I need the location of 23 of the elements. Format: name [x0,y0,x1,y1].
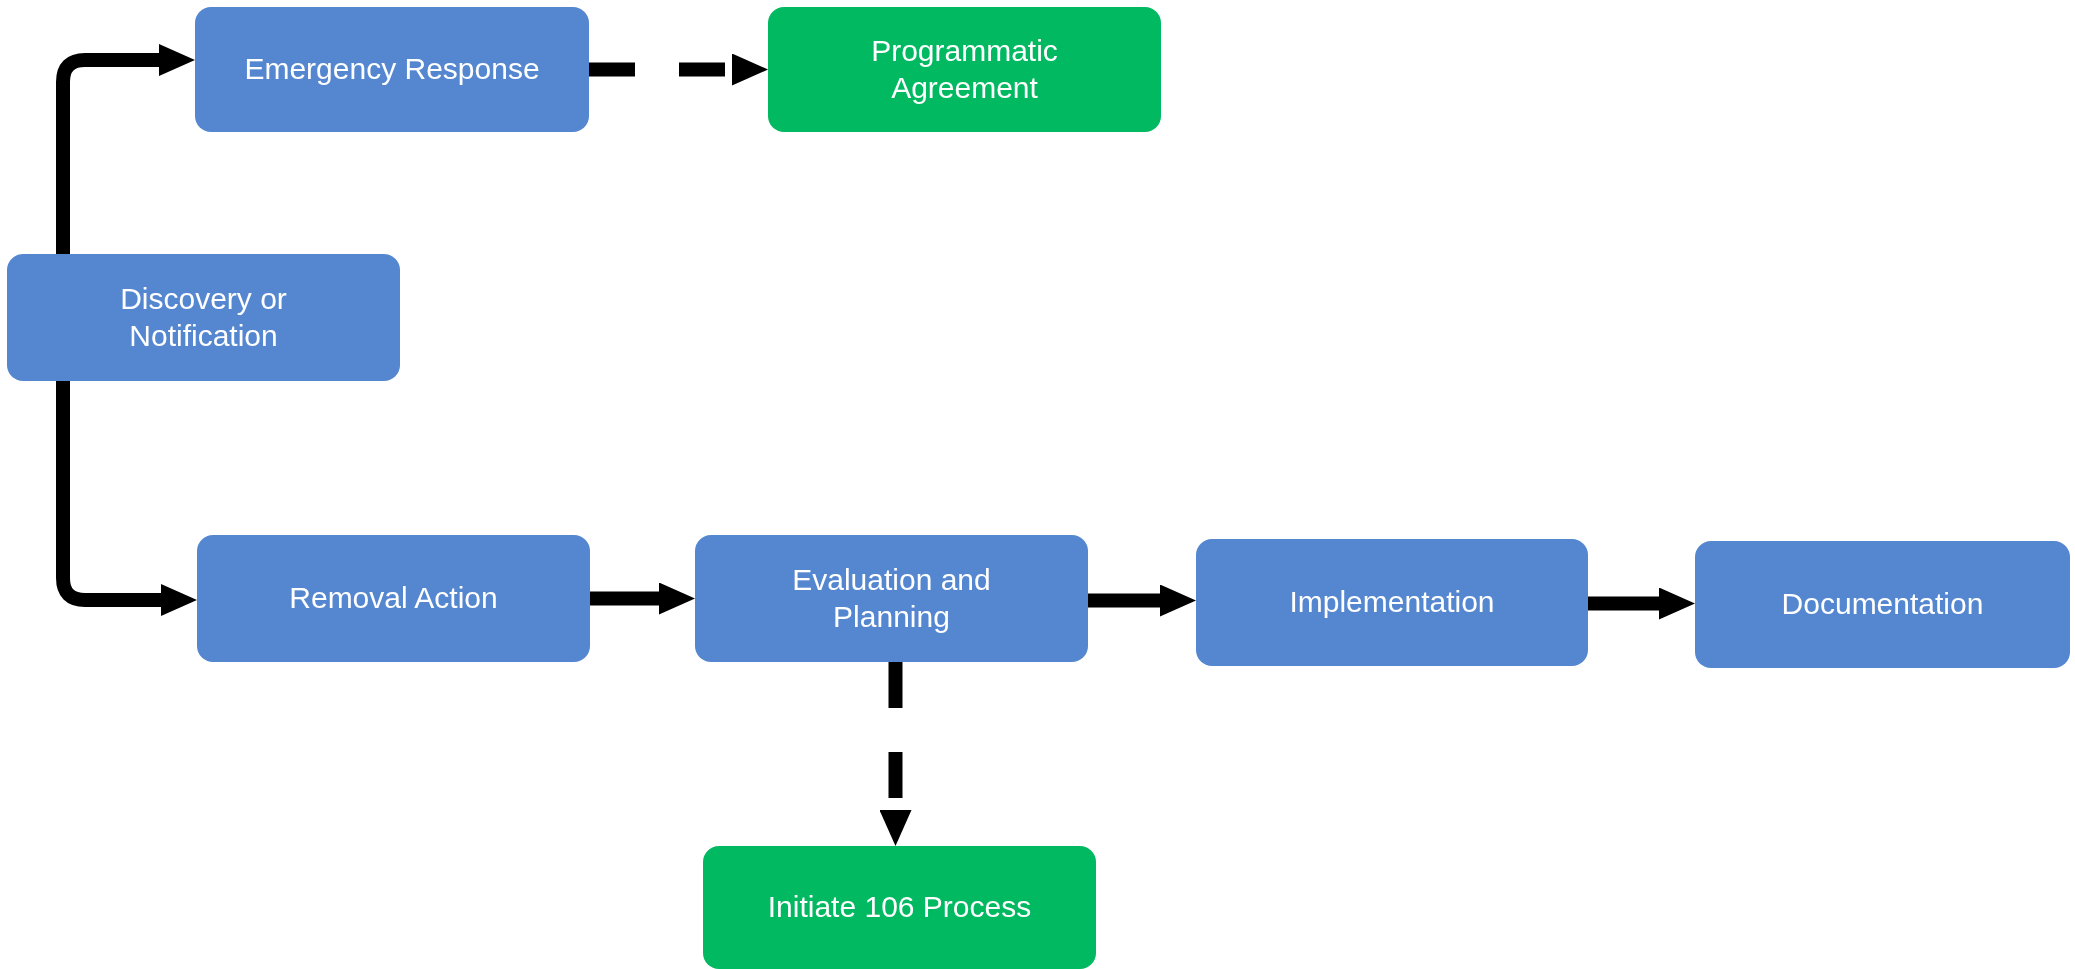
process-box [695,535,1088,662]
box-label: Discovery or Notification [119,280,288,354]
arrow [590,582,695,615]
box-label: Evaluation and Planning [791,561,992,635]
box-label: Programmatic Agreement [870,32,1059,106]
arrow [56,381,197,616]
box-label: Implementation [1289,584,1495,621]
process-box [197,535,590,662]
arrow [589,53,768,86]
box-label: Documentation [1781,586,1984,623]
process-box [1695,541,2070,668]
arrow [56,44,195,254]
process-box [7,254,400,381]
process-box [195,7,589,132]
arrow [1588,587,1695,620]
box-label: Removal Action [289,580,498,617]
arrow [1088,584,1196,617]
process-box [703,846,1096,969]
process-box [768,7,1161,132]
box-label: Initiate 106 Process [767,889,1032,926]
arrow [879,662,912,846]
box-label: Emergency Response [244,51,540,88]
process-box [1196,539,1588,666]
